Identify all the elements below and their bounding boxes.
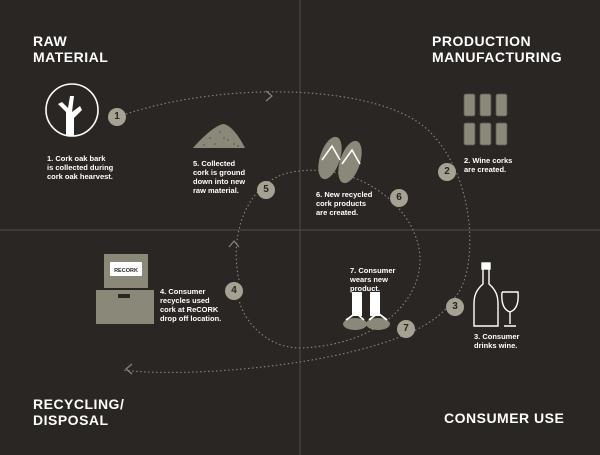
- step-6-caption: 6. New recycled cork products are create…: [316, 190, 373, 217]
- bin-label: RECORK: [114, 268, 138, 274]
- wine-bottle-glass-icon: [473, 262, 519, 327]
- arrow-right-icon: [265, 90, 273, 102]
- step-7-caption: 7. Consumer wears new product.: [350, 266, 396, 293]
- tree-icon: [45, 83, 99, 137]
- ground-cork-pile-icon: [193, 124, 245, 148]
- step-1-badge: 1: [108, 108, 126, 126]
- step-3-caption: 3. Consumer drinks wine.: [474, 332, 520, 350]
- quadrant-recycling: RECYCLING/ DISPOSAL: [33, 396, 125, 428]
- step-4-badge: 4: [225, 282, 243, 300]
- step-6-badge: 6: [390, 189, 408, 207]
- quadrant-raw-material: RAW MATERIAL: [33, 33, 109, 65]
- step-5-caption: 5. Collected cork is ground down into ne…: [193, 159, 246, 195]
- step-5-badge: 5: [257, 181, 275, 199]
- outer-cycle-path: [121, 91, 471, 373]
- step-7-badge: 7: [397, 320, 415, 338]
- quadrant-consumer-use: CONSUMER USE: [444, 410, 565, 426]
- quadrant-production: PRODUCTION MANUFACTURING: [432, 33, 563, 65]
- step-2-caption: 2. Wine corks are created.: [464, 156, 513, 174]
- step-1-caption: 1. Cork oak bark is collected during cor…: [47, 154, 114, 181]
- step-3-badge: 3: [446, 298, 464, 316]
- step-2-badge: 2: [438, 163, 456, 181]
- inner-cycle-path: [235, 169, 421, 349]
- worn-sandals-icon: [343, 292, 390, 330]
- wine-corks-icon: [463, 93, 508, 146]
- arrow-left-icon: [125, 363, 133, 375]
- recork-bin-icon: RECORK: [96, 254, 154, 324]
- arrow-up-icon: [228, 240, 240, 248]
- flip-flops-icon: [318, 136, 362, 184]
- step-4-caption: 4. Consumer recycles used cork at ReCORK…: [160, 287, 222, 323]
